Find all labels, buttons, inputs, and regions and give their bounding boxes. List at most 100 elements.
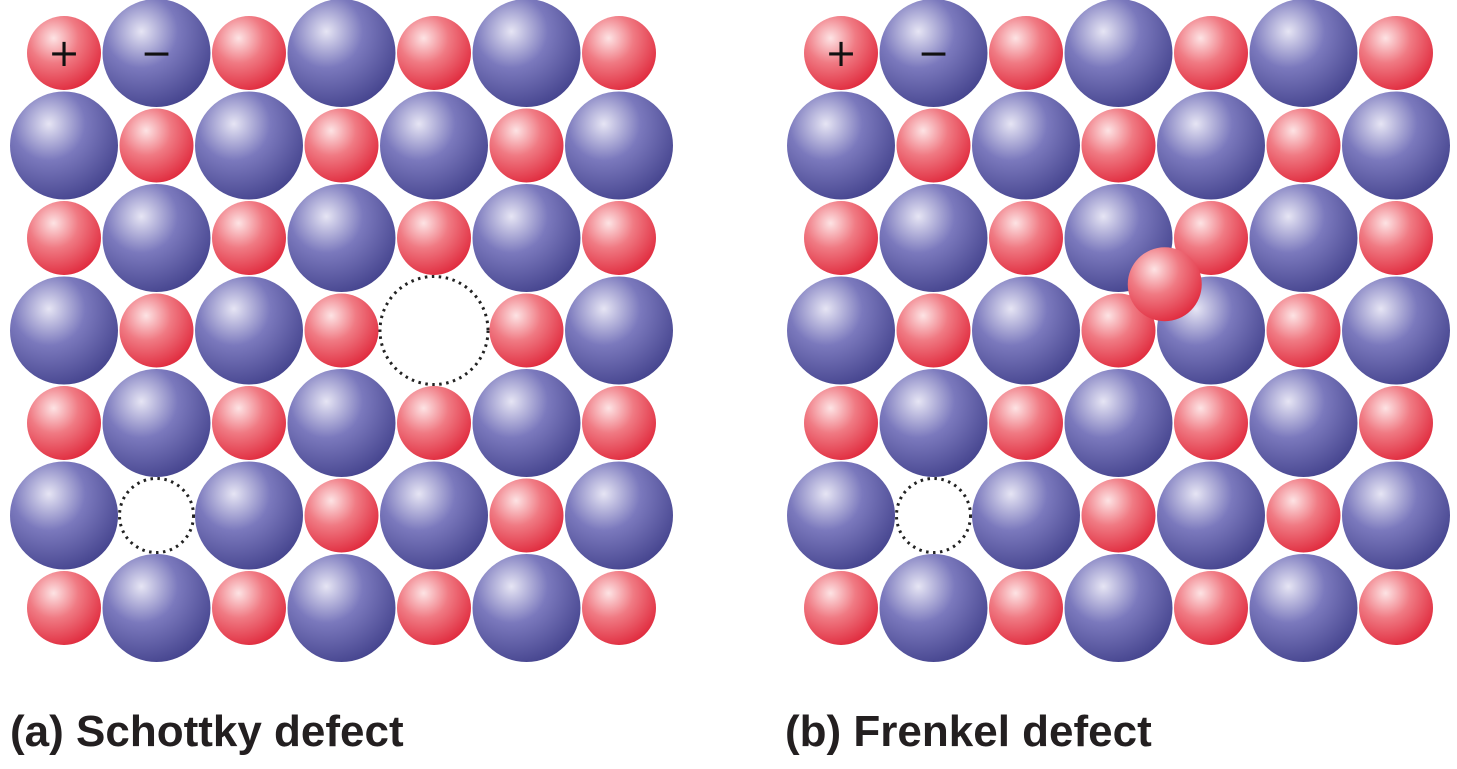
cation-ion [212, 571, 286, 645]
cation-ion [1266, 108, 1341, 183]
anion-ion [1342, 461, 1450, 570]
anion-ion [195, 91, 303, 200]
anion-ion [10, 91, 118, 200]
cation-ion [582, 16, 656, 90]
anion-ion [565, 276, 673, 385]
cation-ion [1174, 571, 1248, 645]
cation-ion [397, 571, 471, 645]
anion-ion [1249, 554, 1358, 662]
cation-ion [1081, 293, 1156, 368]
anion-ion [102, 0, 211, 107]
anion-ion [1157, 91, 1265, 200]
cation-ion [582, 201, 656, 275]
cation-ion [27, 201, 101, 275]
cation-ion [1081, 108, 1156, 183]
cation-ion [804, 16, 878, 90]
schottky-caption: (a) Schottky defect [10, 707, 404, 756]
anion-ion [1064, 0, 1173, 107]
cation-ion [397, 386, 471, 460]
anion-ion [472, 184, 581, 292]
anion-ion [472, 554, 581, 662]
cation-vacancy [895, 477, 972, 554]
cation-ion [989, 201, 1063, 275]
cation-ion [1359, 571, 1433, 645]
cation-ion [804, 386, 878, 460]
anion-ion [10, 461, 118, 570]
cation-ion [489, 478, 564, 553]
anion-ion [1249, 369, 1358, 477]
cation-ion [1359, 386, 1433, 460]
anion-ion [195, 276, 303, 385]
cation-ion [582, 571, 656, 645]
cation-ion [119, 108, 194, 183]
cation-ion [1266, 293, 1341, 368]
cation-ion [989, 16, 1063, 90]
anion-ion [380, 461, 488, 570]
cation-ion [304, 478, 379, 553]
anion-ion [102, 554, 211, 662]
cation-ion [119, 293, 194, 368]
cation-ion [397, 16, 471, 90]
cation-ion [212, 386, 286, 460]
anion-ion [787, 276, 895, 385]
anion-ion [287, 184, 396, 292]
cation-ion [804, 201, 878, 275]
cation-ion [304, 108, 379, 183]
cation-ion [304, 293, 379, 368]
cation-ion [397, 201, 471, 275]
cation-ion [896, 108, 971, 183]
anion-ion [879, 554, 988, 662]
cation-ion [27, 386, 101, 460]
schottky-lattice: +− [10, 0, 673, 662]
anion-ion [972, 91, 1080, 200]
cation-ion [1174, 386, 1248, 460]
anion-ion [1342, 276, 1450, 385]
cation-ion [1174, 16, 1248, 90]
anion-ion [972, 276, 1080, 385]
anion-charge-sign: − [918, 31, 950, 75]
anion-ion [1249, 0, 1358, 107]
anion-ion [1064, 554, 1173, 662]
cation-ion [212, 201, 286, 275]
anion-ion [787, 461, 895, 570]
cation-vacancy [118, 477, 195, 554]
cation-ion [1359, 16, 1433, 90]
cation-ion [804, 571, 878, 645]
cation-ion [27, 571, 101, 645]
anion-ion [472, 0, 581, 107]
anion-ion [879, 184, 988, 292]
cation-ion [212, 16, 286, 90]
anion-ion [287, 0, 396, 107]
anion-ion [102, 184, 211, 292]
cation-ion [1081, 478, 1156, 553]
anion-ion [879, 0, 988, 107]
anion-ion [1064, 369, 1173, 477]
anion-ion [972, 461, 1080, 570]
interstitial-cation-ion [1127, 247, 1202, 322]
anion-vacancy [378, 275, 490, 386]
cation-ion [489, 293, 564, 368]
cation-ion [582, 386, 656, 460]
anion-charge-sign: − [141, 31, 173, 75]
cation-ion [989, 571, 1063, 645]
anion-ion [565, 461, 673, 570]
anion-ion [1249, 184, 1358, 292]
anion-ion [195, 461, 303, 570]
frenkel-lattice: +− [787, 0, 1450, 662]
anion-ion [472, 369, 581, 477]
cation-ion [1266, 478, 1341, 553]
cation-charge-sign: + [825, 31, 857, 75]
cation-ion [1359, 201, 1433, 275]
anion-ion [565, 91, 673, 200]
anion-ion [1342, 91, 1450, 200]
frenkel-caption: (b) Frenkel defect [785, 707, 1152, 756]
cation-charge-sign: + [48, 31, 80, 75]
anion-ion [287, 554, 396, 662]
cation-ion [27, 16, 101, 90]
cation-ion [1174, 201, 1248, 275]
anion-ion [787, 91, 895, 200]
anion-ion [879, 369, 988, 477]
cation-ion [989, 386, 1063, 460]
anion-ion [1157, 461, 1265, 570]
